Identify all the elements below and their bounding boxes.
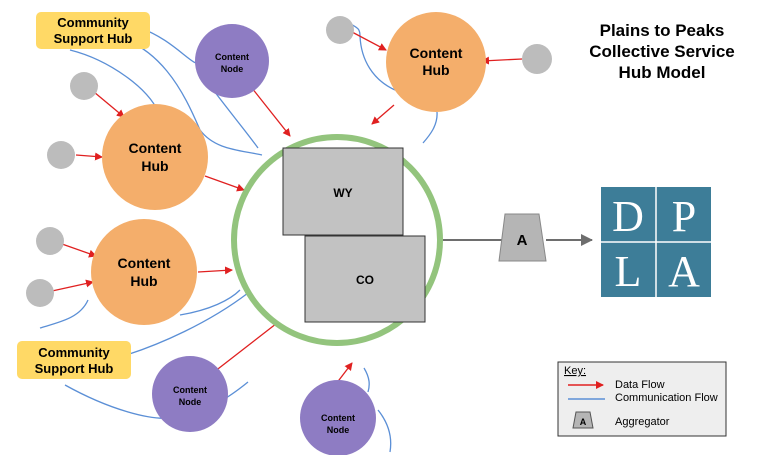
- data-arrow: [351, 31, 387, 51]
- source-dot: [70, 72, 98, 100]
- node-label-line1: Content: [215, 52, 249, 62]
- hub-label-line2: Hub: [130, 273, 157, 289]
- source-dot: [36, 227, 64, 255]
- source-dot: [26, 279, 54, 307]
- comm-line: [179, 289, 241, 316]
- dpla-letter-d: D: [612, 192, 644, 241]
- data-arrow: [51, 279, 94, 292]
- aggregator-shape: A: [498, 213, 547, 262]
- comm-line: [377, 409, 392, 453]
- data-flow-arrows: [51, 31, 523, 385]
- node-label-line2: Node: [179, 397, 202, 407]
- source-dot: [47, 141, 75, 169]
- hub-label-line1: Content: [118, 255, 171, 271]
- content-hub-left-lower: Content Hub: [91, 219, 197, 325]
- legend-aggregator-symbol: A: [580, 417, 587, 427]
- source-dots: [26, 16, 552, 307]
- title-line3: Hub Model: [619, 63, 706, 82]
- data-arrow: [75, 152, 103, 161]
- aggregator-label: A: [517, 232, 528, 249]
- dpla-logo: D P L A: [601, 187, 711, 297]
- community-support-hub-bottom: Community Support Hub: [17, 341, 131, 379]
- title-line1: Plains to Peaks: [600, 21, 725, 40]
- hub-label-line1: Content: [129, 140, 182, 156]
- state-box-wy: WY: [282, 147, 404, 236]
- data-arrow: [204, 175, 245, 192]
- legend-data-flow-label: Data Flow: [615, 379, 665, 391]
- data-arrow: [197, 266, 233, 275]
- title-line2: Collective Service: [589, 42, 735, 61]
- dpla-letter-p: P: [672, 192, 696, 241]
- hub-label-line2: Hub: [422, 62, 449, 78]
- csh-label-line2: Support Hub: [54, 31, 133, 46]
- content-node-bottom: Content Node: [300, 380, 376, 456]
- community-support-hub-top: Community Support Hub: [36, 12, 150, 49]
- csh-label-line1: Community: [57, 15, 129, 30]
- legend-aggregator-label: Aggregator: [615, 416, 670, 428]
- comm-line: [363, 367, 370, 393]
- csh-label-line2: Support Hub: [35, 361, 114, 376]
- node-label-line1: Content: [173, 385, 207, 395]
- content-node-bottom-left: Content Node: [152, 356, 228, 432]
- data-arrow: [93, 91, 125, 118]
- node-label-line2: Node: [221, 64, 244, 74]
- legend-key: Key: Data Flow Communication Flow A Aggr…: [557, 361, 727, 437]
- dpla-letter-l: L: [615, 247, 642, 296]
- comm-line: [422, 111, 438, 144]
- hub-label-line1: Content: [410, 45, 463, 61]
- state-box-co: CO: [304, 235, 426, 323]
- csh-label-line1: Community: [38, 345, 110, 360]
- data-arrow: [481, 56, 523, 65]
- data-arrow: [61, 243, 97, 258]
- source-dot: [522, 44, 552, 74]
- source-dot: [326, 16, 354, 44]
- node-label-line1: Content: [321, 413, 355, 423]
- content-hub-left-upper: Content Hub: [102, 104, 208, 210]
- state-label-wy: WY: [333, 186, 352, 200]
- legend-title: Key:: [564, 365, 586, 377]
- diagram-title: Plains to Peaks Collective Service Hub M…: [589, 21, 735, 82]
- legend-aggregator-icon: [572, 411, 594, 429]
- node-label-line2: Node: [327, 425, 350, 435]
- state-label-co: CO: [356, 273, 374, 287]
- content-hub-top: Content Hub: [386, 12, 486, 112]
- content-node-top: Content Node: [195, 24, 269, 98]
- hub-label-line2: Hub: [141, 158, 168, 174]
- data-arrow: [213, 319, 282, 373]
- data-arrow: [371, 104, 395, 125]
- comm-line: [39, 299, 89, 329]
- dpla-letter-a: A: [668, 247, 700, 296]
- comm-line: [119, 292, 249, 358]
- legend-comm-flow-label: Communication Flow: [615, 392, 718, 404]
